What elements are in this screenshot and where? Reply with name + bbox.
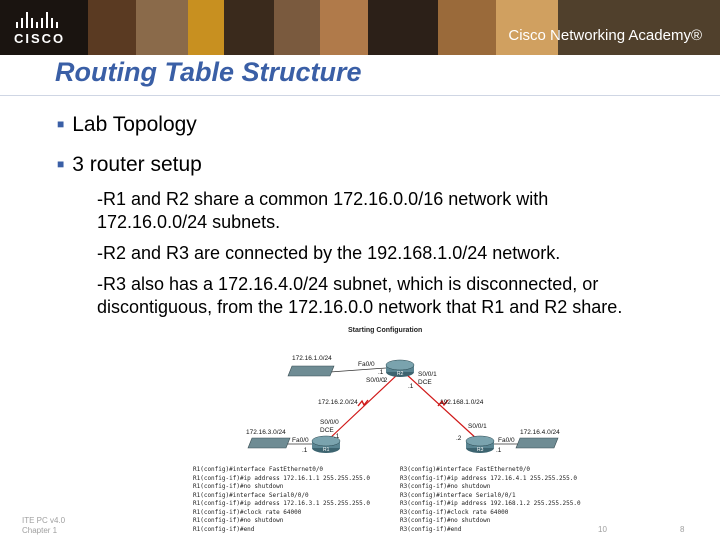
label-r1-name: R1: [323, 447, 330, 453]
banner-photo: [274, 0, 320, 55]
label-r2-s1-ip: .1: [408, 383, 414, 390]
cli-line: R3(config-if)#end: [400, 525, 462, 533]
bullet-text: Lab Topology: [72, 113, 197, 136]
sub-point: -R1 and R2 share a common 172.16.0.0/16 …: [97, 189, 549, 232]
label-r1-dce: DCE: [320, 427, 334, 434]
cli-line: R3(config)#interface Serial0/0/1: [400, 491, 516, 499]
footer-page-number: 8: [680, 525, 685, 534]
bullet-square-icon: ■: [57, 157, 65, 171]
footer-page-mid: 10: [598, 525, 607, 534]
serial-link-r1-r2: [327, 373, 399, 441]
switch-icon: [515, 437, 559, 449]
label-r1-s0: S0/0/0: [320, 419, 339, 426]
label-r3-s0-ip: .2: [456, 435, 462, 442]
bullet-square-icon: ■: [57, 117, 65, 131]
sub-point: -R3 also has a 172.16.4.0/24 subnet, whi…: [97, 274, 623, 317]
label-r3-fa: Fa0/0: [498, 437, 515, 444]
banner-photo: [438, 0, 496, 55]
label-r3-s0: S0/0/1: [468, 423, 487, 430]
label-r2-name: R2: [397, 371, 404, 377]
label-r2-s0: S0/0/0: [366, 377, 385, 384]
serial-bolt-icon: [357, 399, 369, 407]
cli-line: R1(config-if)#ip address 172.16.3.1 255.…: [193, 500, 371, 507]
cli-line: R1(config-if)#end: [193, 525, 255, 533]
label-net-left: 172.16.2.0/24: [318, 399, 358, 406]
cli-line: R1(config-if)#no shutdown: [193, 517, 284, 524]
banner-photo: [136, 0, 188, 55]
banner-photo: [368, 0, 438, 55]
lan-link-r2: [329, 367, 387, 373]
footer-line: ITE PC v4.0: [22, 516, 66, 525]
cli-line: R1(config-if)#no shutdown: [193, 483, 284, 490]
label-r1-fa: Fa0/0: [292, 437, 309, 444]
label-r3-name: R3: [477, 447, 484, 453]
switch-icon: [247, 437, 291, 449]
cli-line: R1(config-if)#clock rate 64000: [193, 508, 302, 516]
switch-icon: [287, 365, 335, 377]
label-r1-s0-ip: .1: [334, 433, 340, 440]
label-r3-lan: 172.16.4.0/24: [520, 429, 560, 436]
sub-point: -R2 and R3 are connected by the 192.168.…: [97, 243, 561, 263]
cli-line: R1(config)#interface Serial0/0/0: [193, 491, 309, 499]
label-r1-fa-ip: .1: [302, 447, 308, 454]
cli-line: R3(config-if)#ip address 192.168.1.2 255…: [400, 500, 581, 507]
cli-line: R3(config)#interface FastEthernet0/0: [400, 466, 531, 473]
banner-photo: [224, 0, 274, 55]
cli-line: R3(config-if)#clock rate 64000: [400, 508, 509, 516]
banner-photo: [558, 0, 720, 55]
bullet-item: ■ Lab Topology: [57, 113, 197, 137]
cisco-bars-icon: [16, 12, 74, 28]
bullet-item: ■ 3 router setup: [57, 153, 202, 177]
router-r3-icon[interactable]: [465, 435, 495, 453]
banner-photo: [496, 0, 558, 55]
label-r1-lan: 172.16.3.0/24: [246, 429, 286, 436]
cli-line: R1(config-if)#ip address 172.16.1.1 255.…: [193, 474, 371, 482]
bullet-text: 3 router setup: [72, 153, 202, 176]
router-r2-icon[interactable]: [385, 359, 415, 377]
academy-title: Cisco Networking Academy®: [508, 27, 702, 44]
footer-course: ITE PC v4.0 Chapter 1: [22, 516, 65, 536]
cli-line: R3(config-if)#no shutdown: [400, 483, 491, 490]
router-r1-icon[interactable]: [311, 435, 341, 453]
banner-photo: [320, 0, 368, 55]
header-banner: CISCO Cisco Networking Academy®: [0, 0, 720, 55]
banner-photo: [88, 0, 136, 55]
label-r2-dce: DCE: [418, 379, 432, 386]
cisco-wordmark: CISCO: [14, 31, 66, 46]
serial-link-r2-r3: [405, 373, 479, 441]
footer-line: Chapter 1: [22, 526, 58, 535]
label-r2-s0-ip: .2: [382, 377, 388, 384]
serial-bolt-icon: [437, 399, 449, 407]
label-r2-fa-ip: .1: [378, 369, 384, 376]
title-divider: [0, 95, 720, 96]
label-r2-lan: 172.16.1.0/24: [292, 355, 332, 362]
label-r2-fa: Fa0/0: [358, 361, 375, 368]
label-r3-fa-ip: .1: [496, 447, 502, 454]
cli-line: R3(config-if)#ip address 172.16.4.1 255.…: [400, 474, 578, 482]
slide-title: Routing Table Structure: [55, 57, 362, 87]
banner-photo: [188, 0, 224, 55]
cli-line: R1(config)#interface FastEthernet0/0: [193, 466, 324, 473]
topology-diagram: Starting Configuration 172.16.1.0/24 Fa0…: [246, 327, 560, 454]
cisco-logo[interactable]: CISCO: [14, 12, 74, 46]
cli-line: R3(config-if)#no shutdown: [400, 517, 491, 524]
label-net-right: 192.168.1.0/24: [440, 399, 484, 406]
figure-caption: Starting Configuration: [348, 327, 422, 334]
label-r2-s1: S0/0/1: [418, 371, 437, 378]
